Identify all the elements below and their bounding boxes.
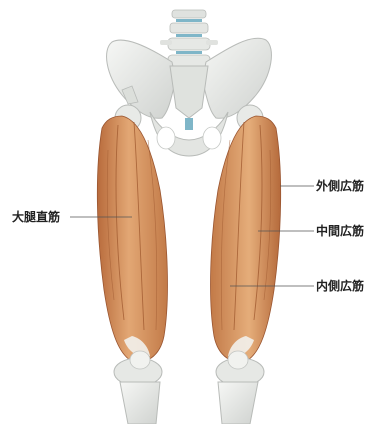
label-vastus-lateralis: 外側広筋 [316,179,364,193]
left-quadriceps [97,116,167,362]
label-vastus-medialis: 内側広筋 [316,279,364,293]
label-rectus-femoris: 大腿直筋 [12,210,60,224]
label-vastus-intermedius: 中間広筋 [316,224,364,238]
spine [160,10,218,67]
knees [114,351,264,424]
right-quadriceps [211,116,281,362]
